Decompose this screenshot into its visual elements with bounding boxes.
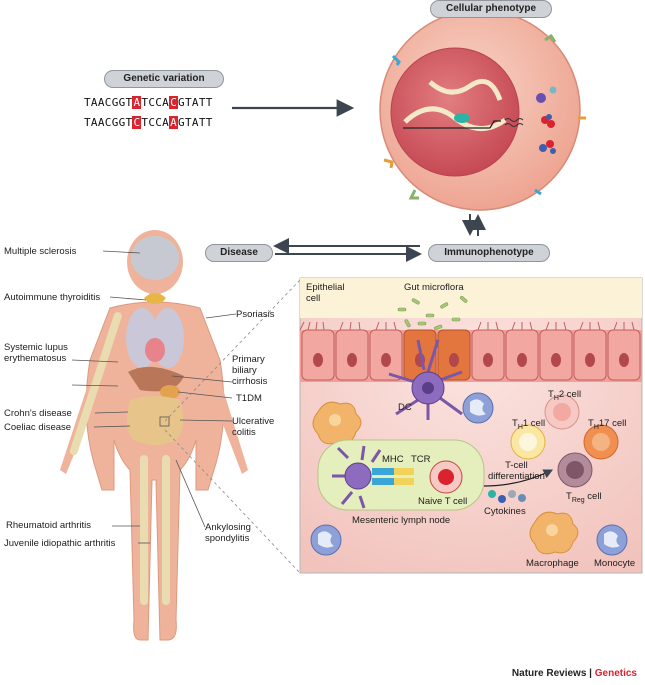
seq2-part-c: TCCA bbox=[141, 116, 170, 129]
treg-main: T bbox=[566, 491, 572, 502]
microflora bbox=[397, 295, 468, 331]
gut-panel bbox=[299, 277, 643, 574]
label-t1dm: T1DM bbox=[236, 393, 262, 404]
seq2-variant-2: A bbox=[169, 116, 179, 129]
monocyte-bottom-left bbox=[310, 524, 342, 556]
seq1-part-e: GTATT bbox=[178, 96, 213, 109]
mesenteric-lymph-node bbox=[317, 439, 485, 511]
label-tcell-diff-line2: differentiation bbox=[488, 471, 545, 482]
th1-sub: H bbox=[517, 423, 523, 431]
th2-rest: 2 cell bbox=[558, 389, 582, 400]
cellular-phenotype-label: Cellular phenotype bbox=[430, 0, 552, 18]
label-crohns: Crohn's disease bbox=[4, 408, 72, 419]
label-uc-line1: Ulcerative bbox=[232, 416, 275, 427]
seq2-part-a: TAACGGT bbox=[84, 116, 133, 129]
label-mesenteric-lymph-node: Mesenteric lymph node bbox=[352, 515, 451, 526]
zoom-line-bottom bbox=[164, 429, 301, 574]
zoom-box bbox=[159, 416, 170, 427]
label-jia: Juvenile idiopathic arthritis bbox=[4, 538, 116, 549]
zoom-line-top bbox=[164, 279, 301, 422]
seq2-variant-1: C bbox=[132, 116, 142, 129]
label-th1: TH1 cell bbox=[512, 418, 545, 433]
label-multiple-sclerosis: Multiple sclerosis bbox=[4, 246, 77, 257]
label-rheumatoid-arthritis: Rheumatoid arthritis bbox=[6, 520, 92, 531]
genetic-variation-label: Genetic variation bbox=[104, 70, 224, 88]
journal-credit: Nature Reviews | Genetics bbox=[512, 668, 637, 679]
label-gut-microflora: Gut microflora bbox=[404, 282, 464, 293]
label-coeliac: Coeliac disease bbox=[4, 422, 72, 433]
seq1-variant-1: A bbox=[132, 96, 142, 109]
footer-section: Genetics bbox=[594, 668, 637, 679]
label-macrophage: Macrophage bbox=[526, 558, 579, 569]
th17-rest: 17 cell bbox=[598, 418, 627, 429]
th1-cell bbox=[510, 424, 546, 460]
label-monocyte: Monocyte bbox=[594, 558, 636, 569]
macrophage-top bbox=[312, 401, 362, 445]
disease-label: Disease bbox=[205, 244, 273, 262]
th1-rest: 1 cell bbox=[522, 418, 546, 429]
macrophage-bottom bbox=[529, 511, 579, 555]
label-psoriasis: Psoriasis bbox=[236, 309, 275, 320]
label-as-line1: Ankylosing bbox=[205, 522, 251, 533]
label-sle-line2: erythematosus bbox=[4, 353, 67, 364]
label-treg: TReg cell bbox=[566, 491, 602, 506]
label-pbc-line2: biliary bbox=[232, 365, 257, 376]
seq1-variant-2: C bbox=[169, 96, 179, 109]
immunophenotype-label: Immunophenotype bbox=[428, 244, 550, 262]
sequence-1: TAACGGTATCCACGTATT bbox=[84, 96, 213, 109]
label-pbc-line1: Primary bbox=[232, 354, 265, 365]
label-th2: TH2 cell bbox=[548, 389, 581, 404]
label-autoimmune-thyroiditis: Autoimmune thyroiditis bbox=[4, 292, 101, 303]
sequence-2: TAACGGTCTCCAAGTATT bbox=[84, 116, 213, 129]
label-mhc: MHC bbox=[382, 454, 404, 465]
th2-main: T bbox=[548, 389, 554, 400]
label-epithelial-line2: cell bbox=[306, 293, 321, 304]
label-epithelial-line1: Epithelial bbox=[306, 282, 345, 293]
label-uc-line2: colitis bbox=[232, 427, 256, 438]
differentiation-arrow bbox=[483, 469, 554, 487]
dc-cell bbox=[388, 339, 463, 420]
th17-sub: H bbox=[593, 423, 599, 431]
human-body bbox=[60, 230, 248, 641]
label-tcell-diff-line1: T-cell bbox=[505, 460, 528, 471]
footer-separator: | bbox=[586, 668, 595, 679]
label-dc: DC bbox=[398, 402, 412, 413]
seq1-part-c: TCCA bbox=[141, 96, 170, 109]
th2-sub: H bbox=[553, 394, 559, 402]
th1-main: T bbox=[512, 418, 518, 429]
label-pbc-line3: cirrhosis bbox=[232, 376, 268, 387]
epithelial-layer bbox=[299, 321, 642, 382]
cell-illustration bbox=[379, 9, 586, 211]
treg-cell bbox=[557, 452, 593, 488]
seq2-part-e: GTATT bbox=[178, 116, 213, 129]
label-tcr: TCR bbox=[411, 454, 431, 465]
label-naive-t-cell: Naive T cell bbox=[418, 496, 468, 507]
th17-cell bbox=[583, 424, 619, 460]
monocyte-bottom-right bbox=[596, 524, 628, 556]
label-as-line2: spondylitis bbox=[205, 533, 250, 544]
disease-leaders bbox=[71, 250, 237, 544]
cytokines bbox=[488, 490, 526, 503]
seq1-part-a: TAACGGT bbox=[84, 96, 133, 109]
label-sle-line1: Systemic lupus bbox=[4, 342, 68, 353]
label-th17: TH17 cell bbox=[588, 418, 626, 433]
footer-journal: Nature Reviews bbox=[511, 668, 587, 679]
label-cytokines: Cytokines bbox=[484, 506, 526, 517]
treg-rest: cell bbox=[584, 491, 602, 502]
th2-cell bbox=[544, 394, 580, 430]
th17-main: T bbox=[588, 418, 594, 429]
monocyte-middle bbox=[462, 392, 494, 424]
treg-sub: Reg bbox=[571, 496, 585, 504]
